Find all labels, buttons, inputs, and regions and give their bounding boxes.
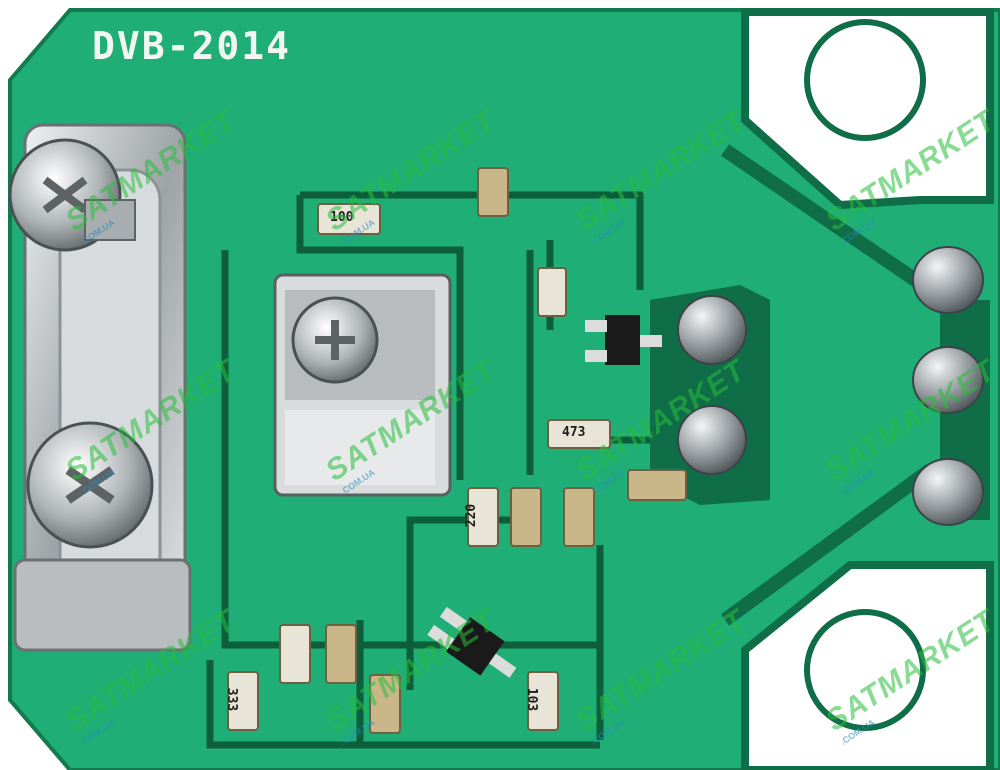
solder-blob-2 — [677, 405, 747, 475]
resistor-label-right-bottom: 103 — [524, 687, 540, 712]
trimmer — [273, 273, 452, 497]
transistor-bottom — [427, 606, 517, 678]
resistor-label-top: 100 — [330, 210, 354, 225]
screw-bottom — [26, 421, 154, 549]
solder-pin-3 — [912, 458, 984, 526]
resistor-label-mid: 473 — [562, 425, 586, 440]
solder-pin-2 — [912, 346, 984, 414]
resistor-label-left-bottom: 333 — [224, 687, 240, 712]
board-title: DVB-2014 — [92, 24, 292, 68]
screw-top — [8, 138, 136, 252]
solder-blob-1 — [677, 295, 747, 365]
transistor-top — [585, 315, 662, 365]
solder-pin-1 — [912, 246, 984, 314]
smd-parts — [227, 167, 687, 734]
pcb-board — [10, 10, 1000, 770]
resistor-label-center: 220 — [464, 503, 480, 528]
